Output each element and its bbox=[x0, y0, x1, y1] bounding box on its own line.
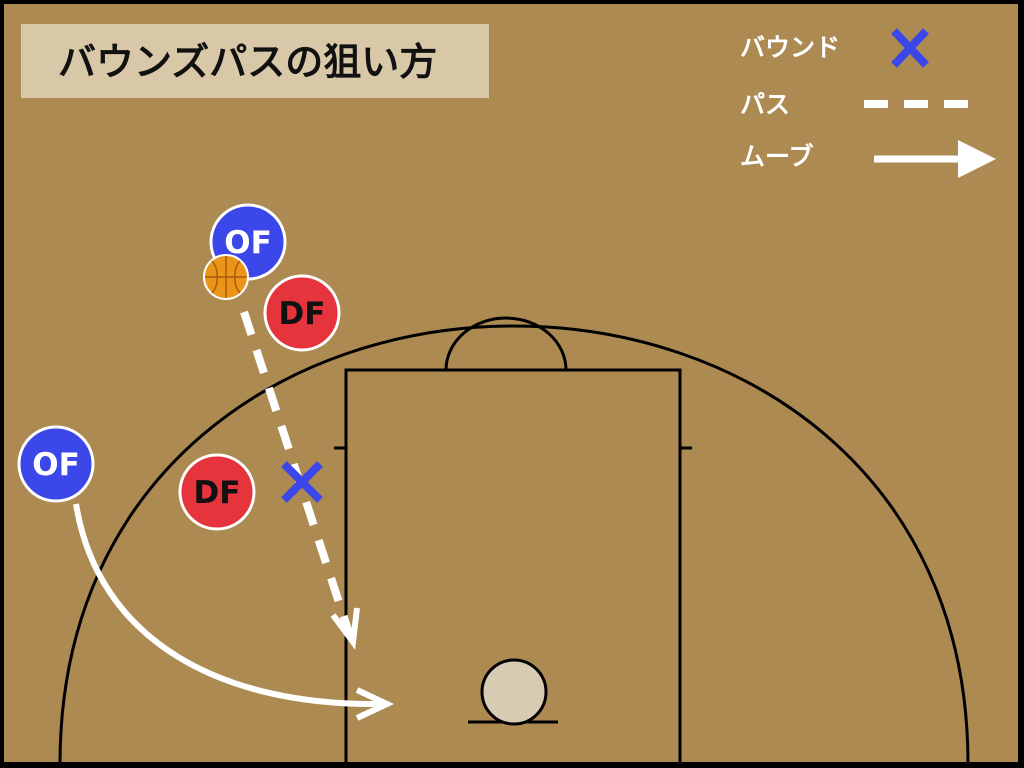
legend-bound-label: バウンド bbox=[740, 33, 840, 62]
defense-player-top: DF bbox=[263, 274, 341, 352]
title-box bbox=[21, 24, 489, 98]
pass-arrowhead-icon bbox=[330, 607, 360, 650]
defense-player-middle: DF bbox=[178, 453, 256, 531]
basketball-icon bbox=[203, 254, 249, 300]
legend-move-arrow-icon bbox=[874, 140, 996, 178]
defense-player-middle-label: DF bbox=[194, 475, 241, 511]
court-floor bbox=[4, 4, 1018, 762]
offense-player-left: OF bbox=[17, 425, 95, 503]
offense-player-left-label: OF bbox=[32, 447, 80, 483]
three-point-line bbox=[58, 324, 970, 765]
bound-cross-icon bbox=[281, 461, 323, 503]
legend-bound-cross-icon bbox=[891, 28, 929, 68]
defense-player-top-label: DF bbox=[279, 296, 326, 332]
rim bbox=[480, 658, 548, 726]
move-arrowhead-icon bbox=[355, 687, 395, 721]
free-throw-circle bbox=[444, 316, 568, 371]
page-title: バウンズパスの狙い方 bbox=[58, 40, 437, 84]
legend-move-label: ムーブ bbox=[740, 142, 814, 171]
paint-area bbox=[344, 368, 682, 768]
legend-pass-label: パス bbox=[740, 90, 790, 119]
move-curved-line bbox=[73, 503, 381, 708]
